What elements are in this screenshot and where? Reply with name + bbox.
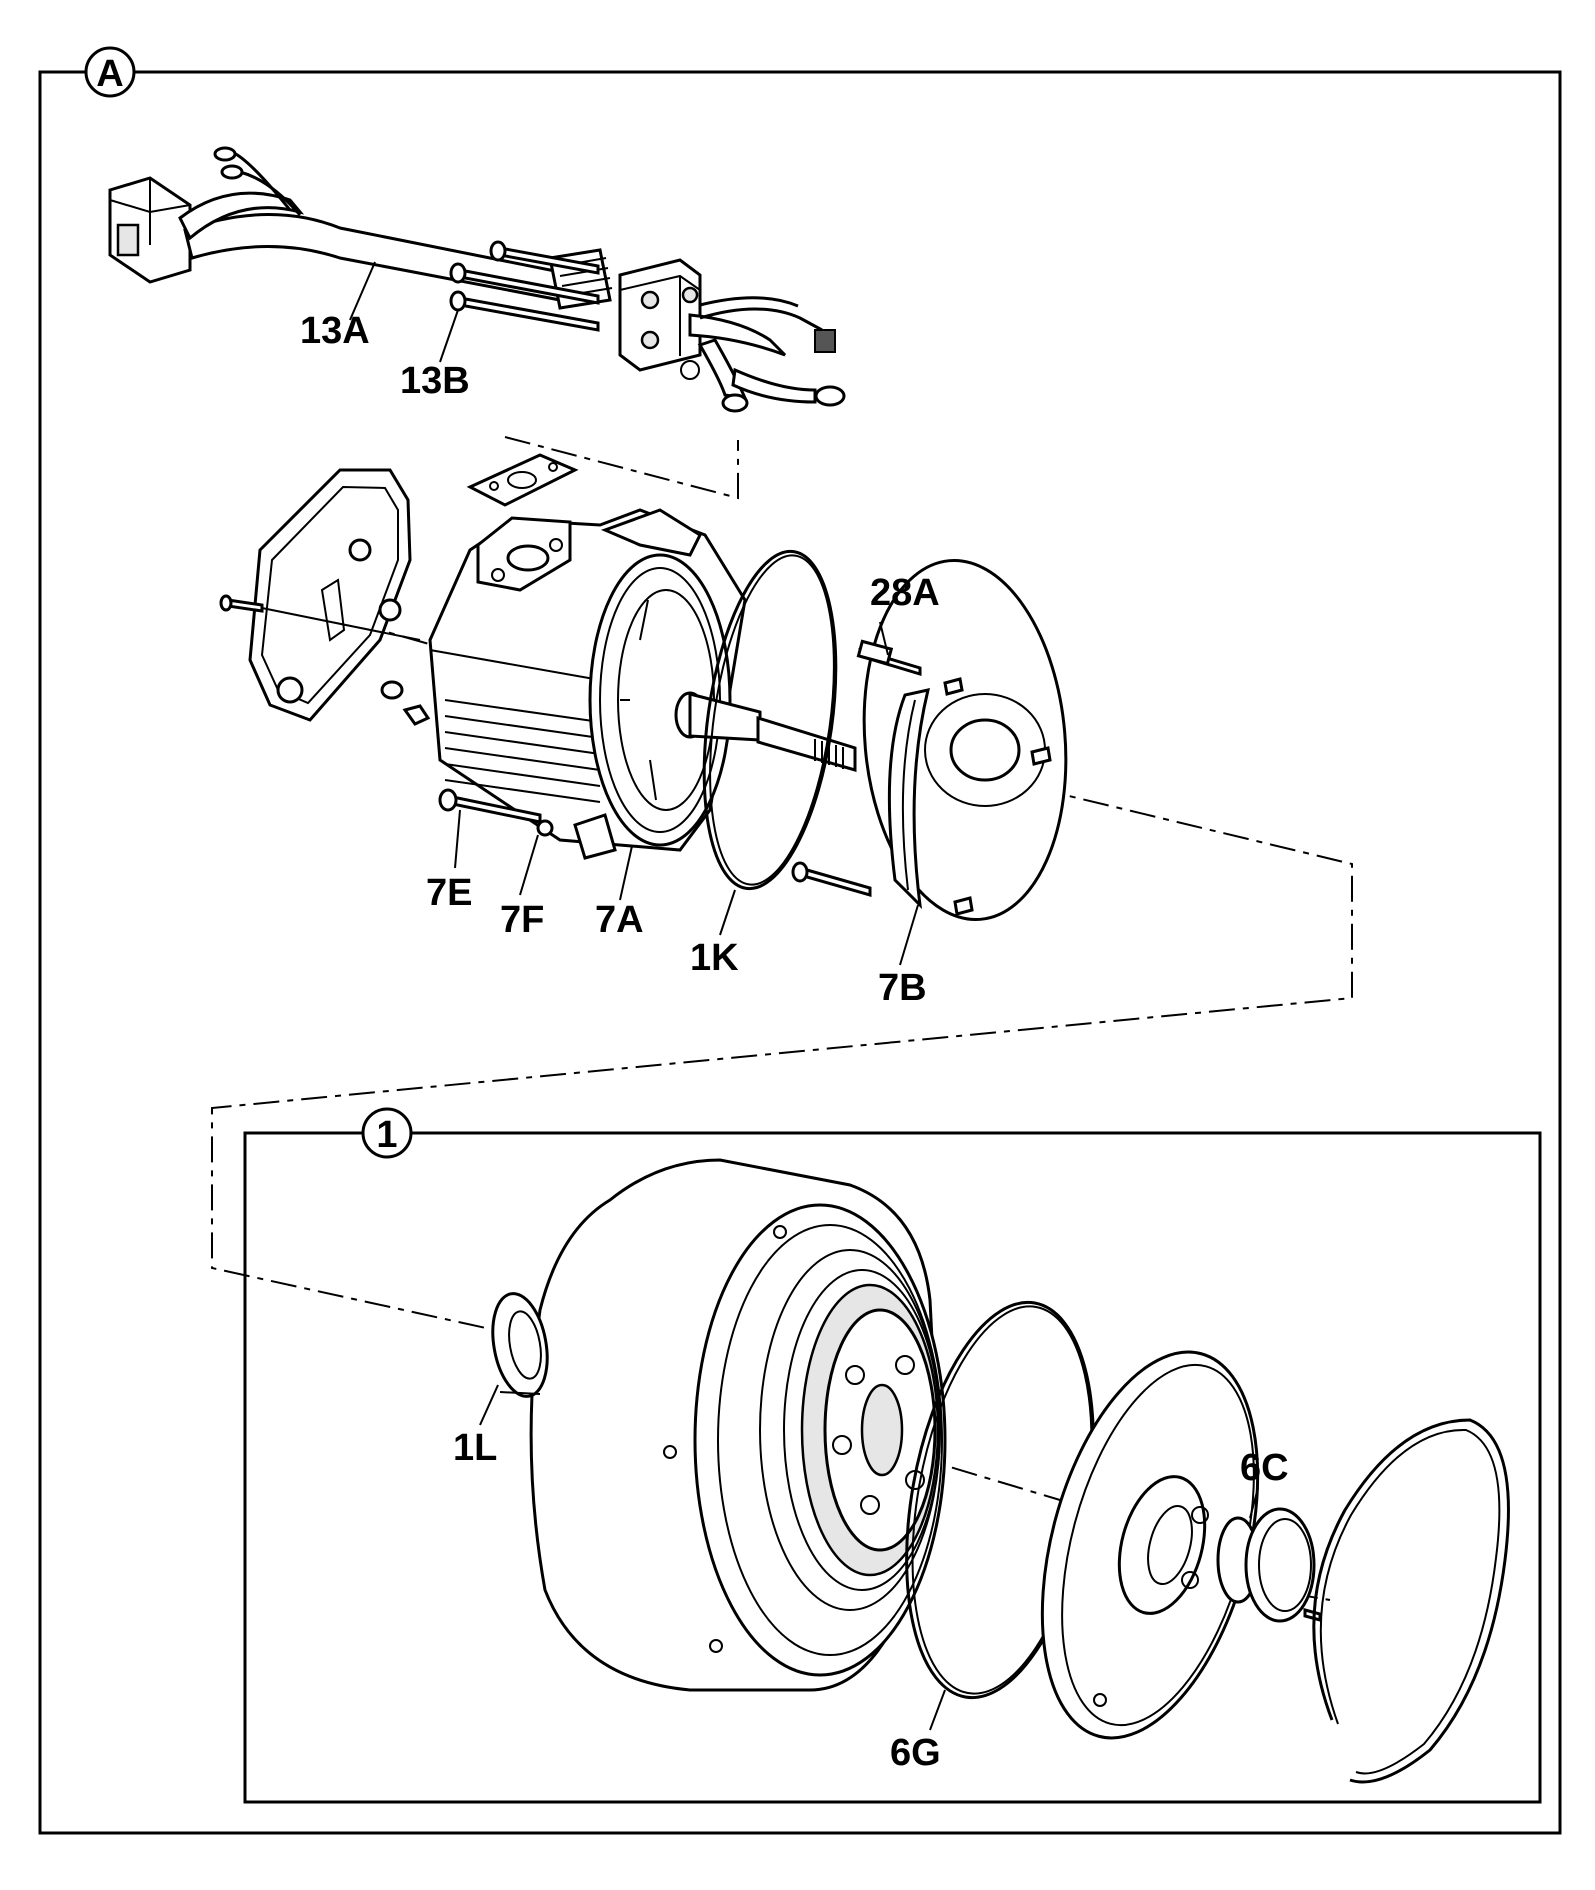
callout-6c: 6C: [1240, 1447, 1289, 1489]
inner-frame-badge-label: 1: [376, 1114, 397, 1156]
callout-28a: 28A: [870, 572, 940, 614]
motor-shaft: [674, 691, 857, 772]
outer-frame: A: [38, 46, 1562, 1835]
callout-1l: 1L: [453, 1427, 497, 1469]
inner-frame-badge: [361, 1107, 413, 1159]
callout-13b: 13B: [400, 360, 470, 402]
housing-fins: [444, 699, 601, 803]
callout-7f: 7F: [500, 899, 544, 941]
callout-leaders: [454, 621, 946, 1731]
shaft-splines: [814, 739, 844, 769]
inner-frame: 1: [243, 1107, 1542, 1804]
callout-7a: 7A: [595, 899, 644, 941]
end-cap-6c: [1216, 1487, 1322, 1623]
callout-labels: 13A 13B 28A 7E 7F 7A 1K 7B 1L 6C 6G: [300, 310, 1289, 1774]
harness-bolts: [449, 240, 600, 332]
motor-end-cover: [219, 468, 421, 722]
hardware-nuts: [380, 680, 431, 726]
callout-13a: 13A: [300, 310, 370, 352]
harness-spring: [559, 257, 613, 297]
housing-bolts: [438, 788, 554, 837]
callout-6g: 6G: [890, 1732, 941, 1774]
gearbox-housing: [529, 1158, 947, 1692]
callout-7e: 7E: [426, 872, 472, 914]
snap-ring: [1312, 1418, 1510, 1784]
callout-1k: 1K: [690, 937, 739, 979]
o-ring-1k: [702, 549, 838, 891]
motor-housing: [428, 508, 747, 860]
shaft-seal-1l: [491, 1292, 549, 1398]
gasket-plate: [466, 453, 579, 507]
rear-cover-7b: [791, 558, 1068, 922]
outer-frame-badge: [84, 46, 136, 98]
outer-frame-badge-label: A: [96, 53, 123, 95]
wire-harness: [108, 146, 846, 413]
callout-7b: 7B: [878, 967, 927, 1009]
